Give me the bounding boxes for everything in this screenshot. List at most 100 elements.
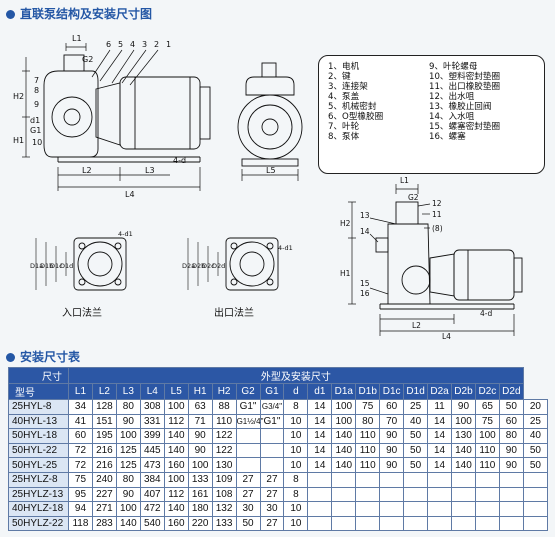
legend-col-right: 9、叶轮螺母 10、塑料密封垫圈 11、出口橡胶垫圈 12、出水咀 13、橡胶止… — [429, 62, 501, 142]
dimension-cell: 100 — [187, 457, 213, 473]
dimension-cell: 445 — [139, 442, 165, 459]
label-g1: G1 — [30, 126, 41, 135]
dimension-cell: 14 — [427, 428, 452, 444]
dimension-cell: 10 — [283, 442, 309, 459]
model-cell: 25HYLZ-8 — [8, 471, 69, 488]
dimension-cell: 160 — [163, 515, 189, 532]
header-col: L4 — [139, 383, 165, 400]
inlet-flange-caption: 入口法兰 — [62, 308, 102, 319]
dimension-cell — [379, 486, 405, 503]
pump-front-drawing: L5 — [237, 62, 303, 181]
dimension-cell: 8 — [283, 399, 309, 415]
dimension-cell — [307, 471, 333, 488]
dimension-cell: 90 — [498, 457, 524, 473]
dimension-cell: 14 — [307, 399, 333, 415]
dimension-cell: 90 — [379, 457, 405, 473]
header-col: H1 — [187, 383, 213, 400]
dimension-cell: 122 — [211, 442, 237, 459]
header-col: D2a — [427, 383, 452, 400]
dimension-cell: 75 — [474, 413, 500, 430]
header-dimension: 尺寸 — [8, 367, 69, 384]
dimension-cell: 140 — [163, 501, 189, 517]
header-col: G1 — [259, 383, 285, 400]
label-6: 6 — [106, 40, 111, 49]
dimension-cell: 133 — [211, 515, 237, 532]
model-cell: 25HYL-8 — [8, 399, 69, 415]
header-col: D2b — [451, 383, 476, 400]
dimension-cell: 90 — [115, 486, 141, 503]
dimension-cell: 11 — [427, 399, 452, 415]
bullet-icon — [6, 10, 15, 19]
label-g2: G2 — [82, 55, 93, 64]
header-col: d — [283, 383, 309, 400]
dimension-cell: 10 — [283, 501, 309, 517]
dimension-cell: 60 — [68, 428, 93, 444]
dimension-cell: 110 — [355, 442, 381, 459]
dimension-cell — [451, 486, 476, 503]
dimension-cell: 80 — [115, 471, 141, 488]
dimension-cell: 140 — [115, 515, 141, 532]
dimension-cell: 72 — [68, 442, 93, 459]
dimension-cell — [355, 501, 381, 517]
dimension-cell: 160 — [163, 457, 189, 473]
dimension-cell: 27 — [259, 515, 285, 532]
header-col: L1 — [68, 383, 93, 400]
dimension-cell: 72 — [68, 457, 93, 473]
dimension-cell: 90 — [187, 442, 213, 459]
dimension-cell — [451, 471, 476, 488]
model-cell: 40HYLZ-18 — [8, 501, 69, 517]
dimension-cell — [498, 501, 524, 517]
dimension-cell: 240 — [91, 471, 117, 488]
dimension-cell: 95 — [68, 486, 93, 503]
label-l3: L3 — [145, 166, 155, 175]
dimension-cell — [498, 486, 524, 503]
dimension-cell: 14 — [427, 442, 452, 459]
dimension-cell: 110 — [474, 457, 500, 473]
dimension-cell: 75 — [68, 471, 93, 488]
label-14: 14 — [360, 227, 370, 236]
dimension-cell: 90 — [187, 428, 213, 444]
dimension-cell: 41 — [68, 413, 93, 430]
dimension-cell — [307, 515, 333, 532]
dimension-cell: 10 — [283, 413, 309, 430]
label-l4-right: L4 — [442, 332, 451, 341]
dimension-cell: 50 — [403, 442, 429, 459]
label-9: 9 — [34, 100, 39, 109]
dimension-cell: 75 — [355, 399, 381, 415]
dimension-cell: 227 — [91, 486, 117, 503]
dimension-cell — [474, 501, 500, 517]
dimension-cell — [474, 471, 500, 488]
model-cell: 50HYL-22 — [8, 442, 69, 459]
header-group: 外型及安装尺寸 — [68, 367, 524, 384]
legend-col-left: 1、电机 2、键 3、连接架 4、泵盖 5、机械密封 6、O型橡胶圈 7、叶轮 … — [328, 62, 384, 142]
dimension-cell: 88 — [211, 399, 237, 415]
dimension-cell — [522, 486, 549, 503]
dimension-cell: 14 — [307, 413, 333, 430]
label-l4: L4 — [125, 190, 135, 199]
dimension-cell: 133 — [187, 471, 213, 488]
dimension-cell: 50 — [235, 515, 261, 532]
dimension-cell: 27 — [235, 486, 261, 503]
label-13: 13 — [360, 211, 370, 220]
label-11: 11 — [432, 210, 442, 219]
dimension-cell: 100 — [451, 413, 476, 430]
header-col: L5 — [163, 383, 189, 400]
dimension-cell: 100 — [331, 413, 357, 430]
dimension-cell: 130 — [211, 457, 237, 473]
dimension-cell: 14 — [427, 457, 452, 473]
dimension-cell — [331, 471, 357, 488]
label-5: 5 — [118, 40, 123, 49]
dimension-cell — [331, 501, 357, 517]
dimension-cell: 70 — [379, 413, 405, 430]
dimension-cell: 140 — [163, 442, 189, 459]
label-h2: H2 — [13, 92, 24, 101]
dimension-cell: 384 — [139, 471, 165, 488]
dimension-cell — [307, 501, 333, 517]
dimension-cell — [474, 486, 500, 503]
label-2: 2 — [154, 40, 159, 49]
dimension-cell: 540 — [139, 515, 165, 532]
dimension-cell — [235, 442, 261, 459]
dimension-cell — [427, 486, 452, 503]
dimension-cell: 122 — [211, 428, 237, 444]
